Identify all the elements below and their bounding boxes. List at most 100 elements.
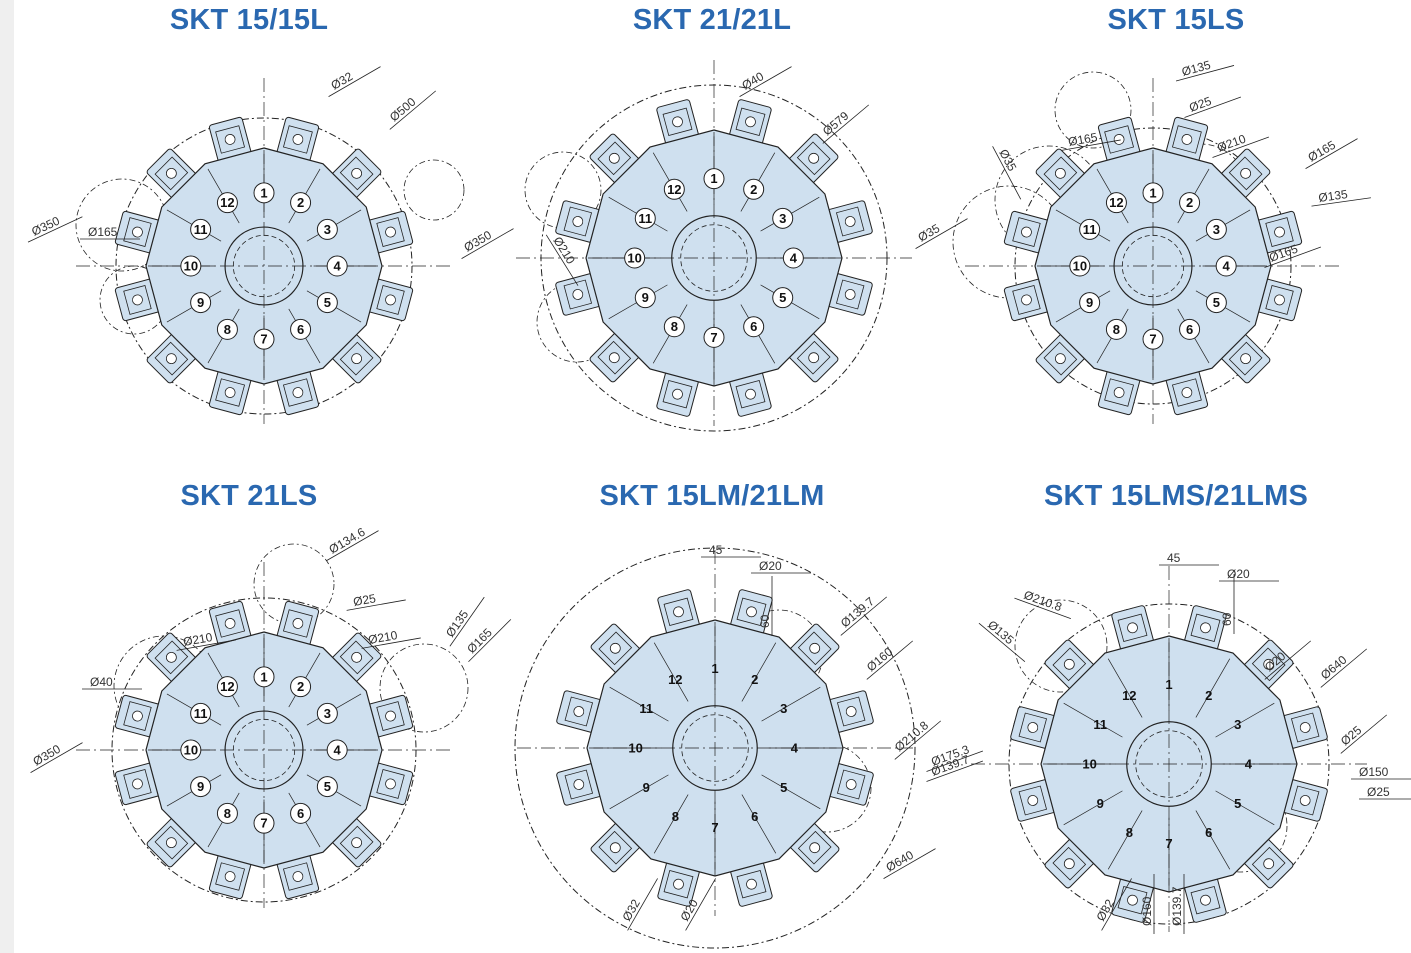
panel-title: SKT 15/15L	[169, 4, 329, 36]
station-divider	[653, 794, 689, 854]
dimension-label: Ø25	[346, 591, 406, 611]
interference-circle	[403, 159, 465, 221]
station-number: 2	[297, 195, 304, 210]
station-divider	[741, 794, 777, 854]
station-number: 11	[194, 222, 208, 237]
station-marker	[703, 326, 725, 348]
station-number: 6	[297, 322, 304, 337]
station-marker	[253, 812, 275, 834]
station-marker	[326, 739, 348, 761]
station-divider	[609, 686, 669, 722]
station-number: 4	[334, 259, 342, 274]
svg-text:Ø350: Ø350	[31, 742, 64, 769]
station-number: 11	[194, 706, 208, 721]
station-number: 1	[1165, 677, 1172, 692]
panel-title: SKT 21LS	[180, 480, 318, 512]
dimension-label: Ø20	[751, 559, 811, 574]
station-number: 12	[1109, 195, 1123, 210]
dimension-label: Ø210	[176, 630, 236, 651]
station-marker	[1105, 192, 1127, 214]
svg-text:Ø139.7: Ø139.7	[838, 594, 877, 630]
station-number: 8	[1113, 322, 1120, 337]
dimension-label: Ø135	[978, 618, 1026, 663]
dimension-label: Ø25	[1338, 714, 1388, 754]
station-divider	[1063, 790, 1123, 826]
svg-text:Ø25: Ø25	[352, 591, 377, 609]
svg-text:60: 60	[758, 614, 772, 628]
station-number: 10	[1082, 757, 1096, 772]
station-number: 5	[324, 779, 331, 794]
station-number: 4	[790, 251, 798, 266]
dimension-label: Ø40	[82, 675, 142, 690]
station-number: 10	[628, 741, 642, 756]
station-marker	[1142, 182, 1164, 204]
station-number: 9	[197, 295, 204, 310]
dimension-label: Ø165	[1061, 130, 1121, 151]
station-divider	[761, 686, 821, 722]
station-number: 12	[220, 679, 234, 694]
svg-text:Ø165: Ø165	[1067, 130, 1099, 149]
panel-title: SKT 15LS	[1107, 4, 1245, 36]
station-number: 2	[750, 182, 757, 197]
station-divider	[761, 774, 821, 810]
station-marker	[290, 802, 312, 824]
station-number: 5	[1234, 796, 1241, 811]
svg-text:Ø165: Ø165	[88, 225, 118, 239]
dimension-label: Ø25	[1184, 94, 1242, 118]
station-marker	[1215, 255, 1237, 277]
station-marker	[190, 776, 212, 798]
dimension-label: Ø210.8	[1014, 588, 1071, 619]
dimension-label: Ø579	[820, 104, 870, 144]
dimension-label: 60	[1220, 574, 1235, 634]
station-divider	[1215, 790, 1275, 826]
dimension-label: Ø40	[739, 66, 792, 97]
station-marker	[663, 316, 685, 338]
station-number: 4	[1223, 259, 1231, 274]
station-number: 9	[643, 780, 650, 795]
station-number: 11	[639, 701, 653, 716]
station-marker	[290, 676, 312, 698]
station-number: 3	[779, 211, 786, 226]
svg-text:Ø210: Ø210	[550, 234, 578, 267]
station-number: 4	[1245, 757, 1253, 772]
svg-text:Ø25: Ø25	[1187, 94, 1213, 115]
station-number: 4	[334, 743, 342, 758]
station-divider	[741, 642, 777, 702]
station-marker	[290, 318, 312, 340]
interference-circle	[379, 643, 469, 733]
dimension-label: Ø500	[387, 90, 437, 130]
station-number: 6	[1205, 825, 1212, 840]
station-marker	[316, 218, 338, 240]
dimension-label: Ø350	[27, 213, 83, 243]
svg-text:Ø150: Ø150	[1359, 765, 1389, 779]
station-divider	[1195, 810, 1231, 870]
station-number: 8	[672, 809, 679, 824]
interference-circle	[253, 543, 335, 625]
station-number: 7	[260, 816, 267, 831]
station-number: 3	[324, 222, 331, 237]
station-marker	[216, 802, 238, 824]
dimension-label: Ø350	[30, 742, 83, 773]
station-number: 7	[1149, 332, 1156, 347]
hub-inner-circle	[1135, 730, 1203, 798]
station-number: 8	[671, 319, 678, 334]
station-number: 1	[710, 171, 717, 186]
station-marker	[216, 318, 238, 340]
station-number: 7	[711, 820, 718, 835]
station-number: 7	[1165, 836, 1172, 851]
left-margin-strip	[0, 0, 14, 953]
svg-text:Ø165: Ø165	[1306, 138, 1339, 165]
station-marker	[1142, 328, 1164, 350]
station-number: 10	[627, 251, 641, 266]
station-number: 2	[751, 672, 758, 687]
station-number: 6	[297, 806, 304, 821]
dimension-label: Ø139.7	[1170, 874, 1185, 934]
svg-text:Ø135: Ø135	[1317, 187, 1348, 205]
station-marker	[772, 287, 794, 309]
